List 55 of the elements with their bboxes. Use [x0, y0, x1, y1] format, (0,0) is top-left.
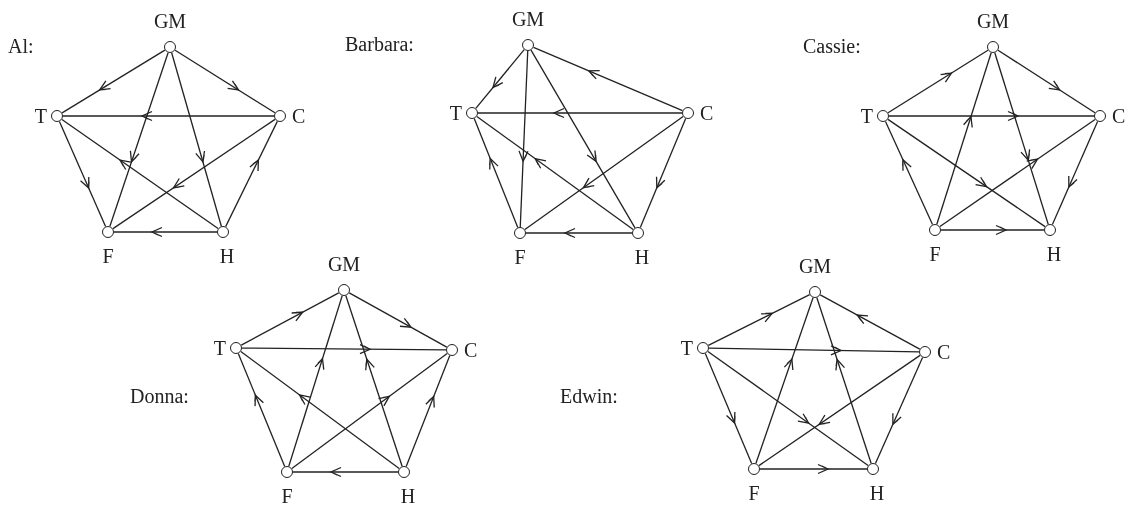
vertex-label: F	[514, 247, 526, 267]
vertex-label: H	[219, 246, 235, 266]
vertex-label: H	[869, 483, 885, 503]
vertex-label: C	[1112, 106, 1126, 126]
vertex-label: H	[400, 486, 416, 506]
vertex-label: H	[1046, 244, 1062, 264]
vertex-label: F	[929, 244, 941, 264]
graph-name: Barbara:	[345, 34, 414, 54]
circle-node	[466, 107, 478, 119]
circle-node	[697, 342, 709, 354]
circle-node	[929, 224, 941, 236]
circle-node	[632, 227, 644, 239]
circle-node	[748, 463, 760, 475]
vertex-label: GM	[976, 11, 1010, 31]
circle-node	[217, 226, 229, 238]
vertex-label: GM	[798, 256, 832, 276]
vertex-label: T	[34, 106, 47, 126]
circle-node	[682, 107, 694, 119]
vertex-label: F	[281, 486, 293, 506]
circle-node	[102, 226, 114, 238]
vertex-label: H	[634, 247, 650, 267]
circle-node	[1044, 224, 1056, 236]
vertex-label: GM	[511, 9, 545, 29]
vertex-label: GM	[153, 11, 187, 31]
circle-node	[987, 41, 999, 53]
vertex-label: T	[213, 338, 226, 358]
circle-node	[809, 286, 821, 298]
circle-node	[446, 344, 458, 356]
circle-node	[274, 110, 286, 122]
vertex-label: T	[860, 106, 873, 126]
vertex-label: T	[449, 103, 462, 123]
circle-node	[164, 41, 176, 53]
graph-name: Cassie:	[803, 36, 861, 56]
vertex-label: GM	[327, 254, 361, 274]
circle-node	[338, 284, 350, 296]
vertex-label: F	[102, 246, 114, 266]
vertex-label: C	[937, 342, 951, 362]
graph-name: Edwin:	[560, 386, 618, 406]
vertex-label: C	[700, 103, 714, 123]
circle-node	[230, 342, 242, 354]
vertex-label: T	[680, 338, 693, 358]
graph-name: Al:	[8, 36, 34, 56]
vertex-label: C	[464, 340, 478, 360]
circle-node	[1094, 110, 1106, 122]
circle-node	[281, 466, 293, 478]
vertex-label: C	[292, 106, 306, 126]
circle-node	[514, 227, 526, 239]
vertex-label: F	[748, 483, 760, 503]
circle-node	[398, 466, 410, 478]
circle-node	[867, 463, 879, 475]
circle-node	[522, 39, 534, 51]
circle-node	[877, 110, 889, 122]
circle-node	[919, 346, 931, 358]
circle-node	[51, 110, 63, 122]
graph-name: Donna:	[130, 386, 189, 406]
